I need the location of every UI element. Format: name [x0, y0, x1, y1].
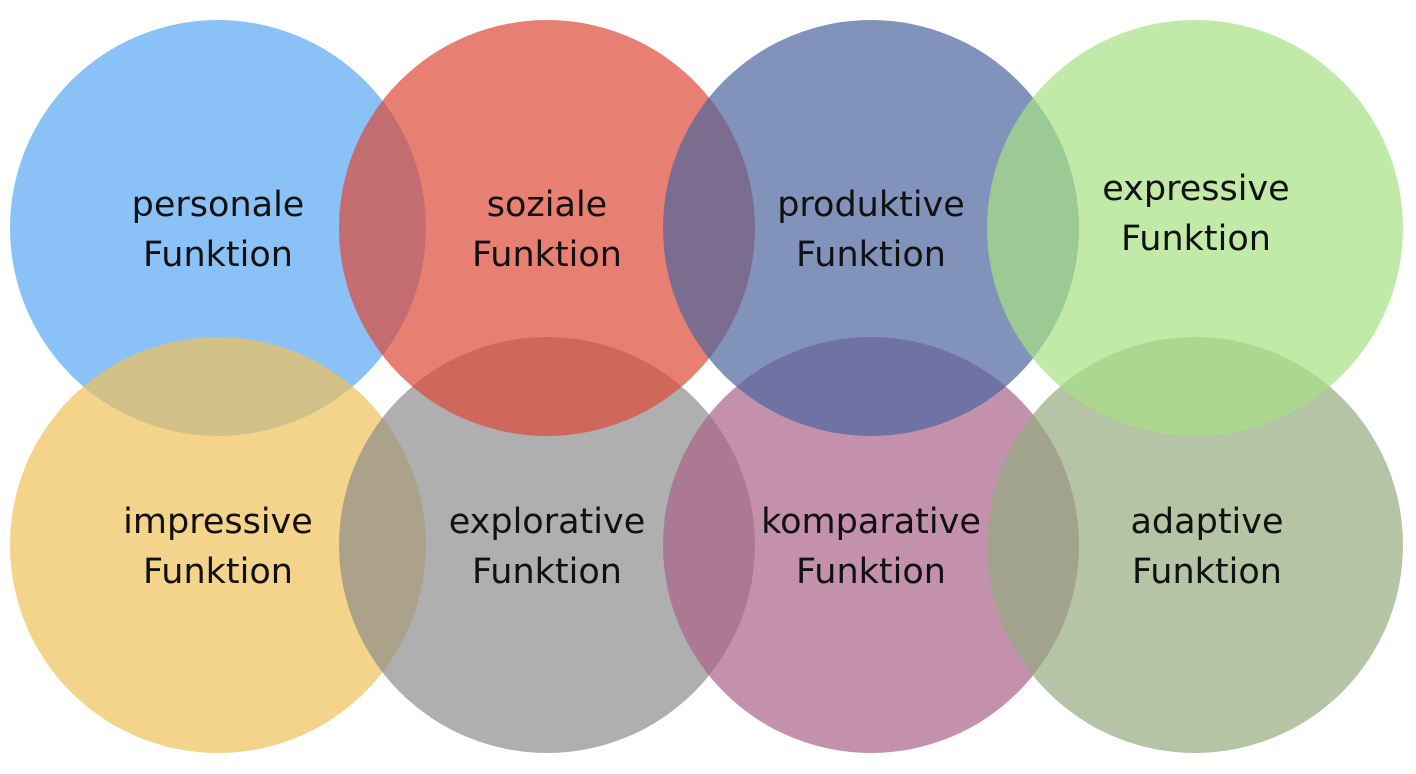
circle-impressive — [10, 337, 426, 753]
label-line2: Funktion — [143, 235, 293, 275]
label-line1: soziale — [486, 185, 608, 225]
label-line2: Funktion — [1132, 552, 1282, 592]
label-line2: Funktion — [143, 552, 293, 592]
label-line2: Funktion — [796, 235, 946, 275]
label-line1: personale — [131, 185, 305, 225]
circle-personale — [10, 20, 426, 436]
circle-produktive — [663, 20, 1079, 436]
label-line1: explorative — [448, 502, 646, 542]
circle-komparative — [663, 337, 1079, 753]
label-line1: adaptive — [1130, 502, 1284, 542]
label-line2: Funktion — [472, 235, 622, 275]
label-line1: impressive — [123, 502, 313, 542]
label-line2: Funktion — [472, 552, 622, 592]
circle-expressive — [987, 20, 1403, 436]
label-line1: produktive — [777, 185, 965, 225]
circle-soziale — [339, 20, 755, 436]
circle-adaptive — [987, 337, 1403, 753]
label-line2: Funktion — [796, 552, 946, 592]
label-line2: Funktion — [1121, 219, 1271, 259]
label-line1: komparative — [761, 502, 981, 542]
circle-explorative — [339, 337, 755, 753]
label-line1: expressive — [1102, 169, 1290, 209]
